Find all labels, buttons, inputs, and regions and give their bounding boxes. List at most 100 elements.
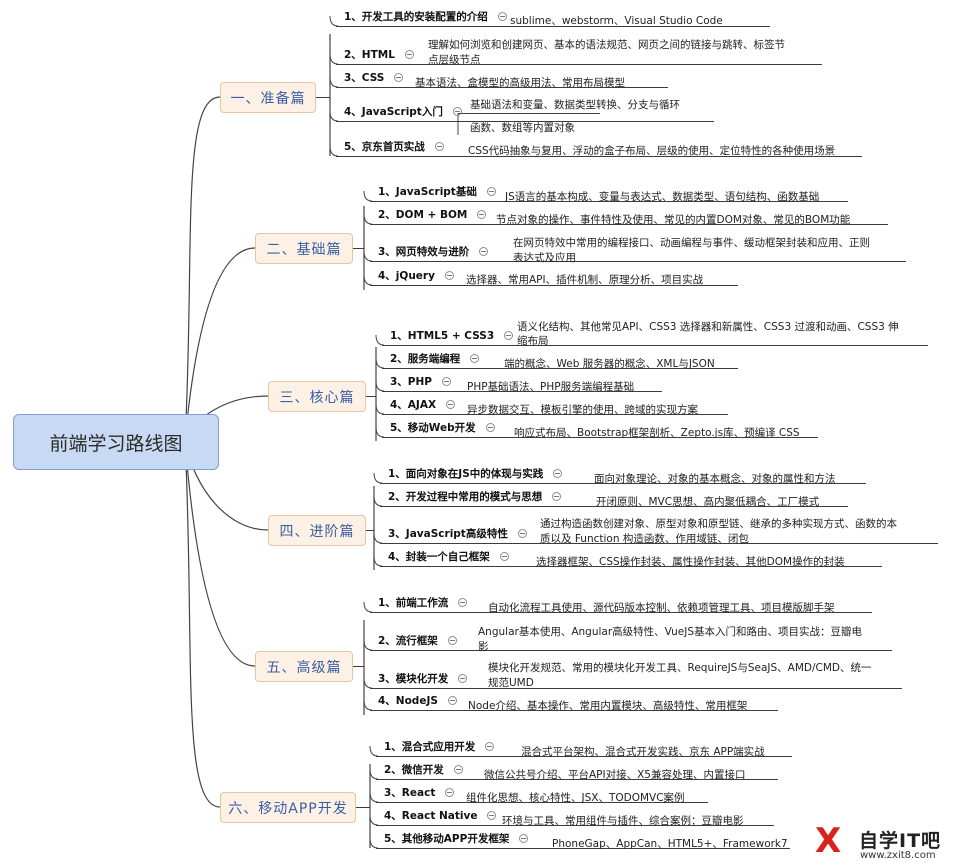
detail-underline xyxy=(486,224,888,225)
item-corner xyxy=(369,745,379,757)
item-corner xyxy=(373,472,383,484)
topic-node[interactable]: 4、JavaScript入门 xyxy=(344,105,474,119)
topic-node[interactable]: 5、京东首页实战 xyxy=(344,140,456,154)
detail-underline xyxy=(458,121,714,122)
collapse-toggle-icon[interactable] xyxy=(487,810,497,820)
collapse-toggle-icon[interactable] xyxy=(485,741,495,751)
topic-node[interactable]: 4、React Native xyxy=(384,809,508,823)
collapse-toggle-icon[interactable] xyxy=(442,376,451,386)
topic-node[interactable]: 4、封装一个自己框架 xyxy=(388,550,521,564)
item-corner xyxy=(329,53,339,65)
topic-node[interactable]: 1、面向对象在JS中的体现与实践 xyxy=(388,467,574,481)
topic-node[interactable]: 1、前端工作流 xyxy=(378,596,479,610)
topic-detail: 规范UMD xyxy=(488,677,534,689)
topic-node[interactable]: 4、AJAX xyxy=(390,398,467,412)
collapse-toggle-icon[interactable] xyxy=(447,695,457,705)
topic-label: 2、开发过程中常用的模式与思想 xyxy=(388,491,543,503)
item-corner xyxy=(363,639,373,651)
topic-detail: 表达式及应用 xyxy=(513,252,576,264)
topic-node[interactable]: 1、混合式应用开发 xyxy=(384,740,506,754)
collapse-toggle-icon[interactable] xyxy=(447,635,457,645)
topic-detail: sublime、webstorm、Visual Studio Code xyxy=(510,15,723,27)
topic-node[interactable]: 3、CSS xyxy=(344,71,415,85)
collapse-toggle-icon[interactable] xyxy=(479,246,489,256)
section-node[interactable]: 二、基础篇 xyxy=(255,233,353,264)
topic-node[interactable]: 2、微信开发 xyxy=(384,763,475,777)
topic-node[interactable]: 4、jQuery xyxy=(378,269,466,283)
topic-node[interactable]: 1、开发工具的安装配置的介绍 xyxy=(344,10,519,24)
collapse-toggle-icon[interactable] xyxy=(453,764,463,774)
section-node[interactable]: 一、准备篇 xyxy=(220,82,316,113)
collapse-toggle-icon[interactable] xyxy=(519,833,529,843)
topic-node[interactable]: 2、DOM + BOM xyxy=(378,208,498,222)
topic-label: 3、CSS xyxy=(344,72,385,84)
item-corner xyxy=(363,190,373,202)
collapse-toggle-icon[interactable] xyxy=(497,11,507,21)
item-underline xyxy=(370,285,458,286)
collapse-toggle-icon[interactable] xyxy=(477,209,487,219)
collapse-toggle-icon[interactable] xyxy=(553,468,563,478)
topic-node[interactable]: 3、PHP xyxy=(390,375,463,389)
collapse-toggle-icon[interactable] xyxy=(504,330,514,340)
collapse-toggle-icon[interactable] xyxy=(499,551,509,561)
section-node[interactable]: 六、移动APP开发 xyxy=(220,792,356,823)
topic-node[interactable]: 3、React xyxy=(384,786,466,800)
topic-label: 1、前端工作流 xyxy=(378,597,449,609)
collapse-toggle-icon[interactable] xyxy=(458,597,468,607)
topic-node[interactable]: 2、服务端编程 xyxy=(390,352,491,366)
detail-underline xyxy=(460,710,778,711)
collapse-toggle-icon[interactable] xyxy=(446,399,456,409)
item-underline xyxy=(370,650,470,651)
collapse-toggle-icon[interactable] xyxy=(517,528,527,538)
topic-node[interactable]: 2、开发过程中常用的模式与思想 xyxy=(388,490,573,504)
section-node[interactable]: 三、核心篇 xyxy=(268,381,366,412)
item-corner xyxy=(363,699,373,711)
item-underline xyxy=(336,26,510,27)
root-node[interactable]: 前端学习路线图 xyxy=(13,414,219,470)
collapse-toggle-icon[interactable] xyxy=(434,141,444,151)
topic-label: 2、HTML xyxy=(344,49,395,61)
collapse-toggle-icon[interactable] xyxy=(404,49,414,59)
section-node[interactable]: 四、进阶篇 xyxy=(268,515,366,546)
collapse-toggle-icon[interactable] xyxy=(470,353,480,363)
item-corner xyxy=(375,357,385,369)
topic-node[interactable]: 3、模块化开发 xyxy=(378,672,479,686)
topic-node[interactable]: 2、流行框架 xyxy=(378,634,469,648)
topic-node[interactable]: 3、JavaScript高级特性 xyxy=(388,527,539,541)
watermark-text: 自学IT吧 xyxy=(859,830,942,852)
item-underline xyxy=(336,121,458,122)
collapse-toggle-icon[interactable] xyxy=(444,270,454,280)
topic-label: 4、JavaScript入门 xyxy=(344,106,443,118)
item-underline xyxy=(370,612,478,613)
topic-detail: 点层级节点 xyxy=(428,54,481,66)
item-underline xyxy=(376,802,458,803)
item-underline xyxy=(380,506,586,507)
topic-node[interactable]: 5、其他移动APP开发框架 xyxy=(384,832,540,846)
item-corner xyxy=(375,426,385,438)
topic-node[interactable]: 4、NodeJS xyxy=(378,694,469,708)
detail-underline xyxy=(418,64,822,65)
collapse-toggle-icon[interactable] xyxy=(485,422,495,432)
topic-node[interactable]: 1、JavaScript基础 xyxy=(378,185,508,199)
item-corner xyxy=(363,213,373,225)
collapse-toggle-icon[interactable] xyxy=(452,106,462,116)
topic-node[interactable]: 2、HTML xyxy=(344,48,426,62)
topic-detail: 模块化开发规范、常用的模块化开发工具、RequireJS与SeaJS、AMD/C… xyxy=(488,662,872,674)
detail-underline xyxy=(584,483,866,484)
collapse-toggle-icon[interactable] xyxy=(394,72,404,82)
topic-node[interactable]: 3、网页特效与进阶 xyxy=(378,245,500,259)
collapse-toggle-icon[interactable] xyxy=(445,787,455,797)
detail-underline xyxy=(478,612,872,613)
item-corner xyxy=(363,274,373,286)
item-underline xyxy=(336,156,458,157)
collapse-toggle-icon[interactable] xyxy=(552,491,562,501)
topic-node[interactable]: 1、HTML5 + CSS3 xyxy=(390,329,525,343)
topic-label: 2、流行框架 xyxy=(378,635,438,647)
detail-underline xyxy=(586,506,848,507)
collapse-toggle-icon[interactable] xyxy=(486,186,496,196)
topic-label: 2、微信开发 xyxy=(384,764,444,776)
section-node[interactable]: 五、高级篇 xyxy=(255,651,353,682)
collapse-toggle-icon[interactable] xyxy=(458,673,468,683)
topic-detail: Angular基本使用、Angular高级特性、VueJS基本入门和路由、项目实… xyxy=(478,626,862,638)
topic-node[interactable]: 5、移动Web开发 xyxy=(390,421,507,435)
